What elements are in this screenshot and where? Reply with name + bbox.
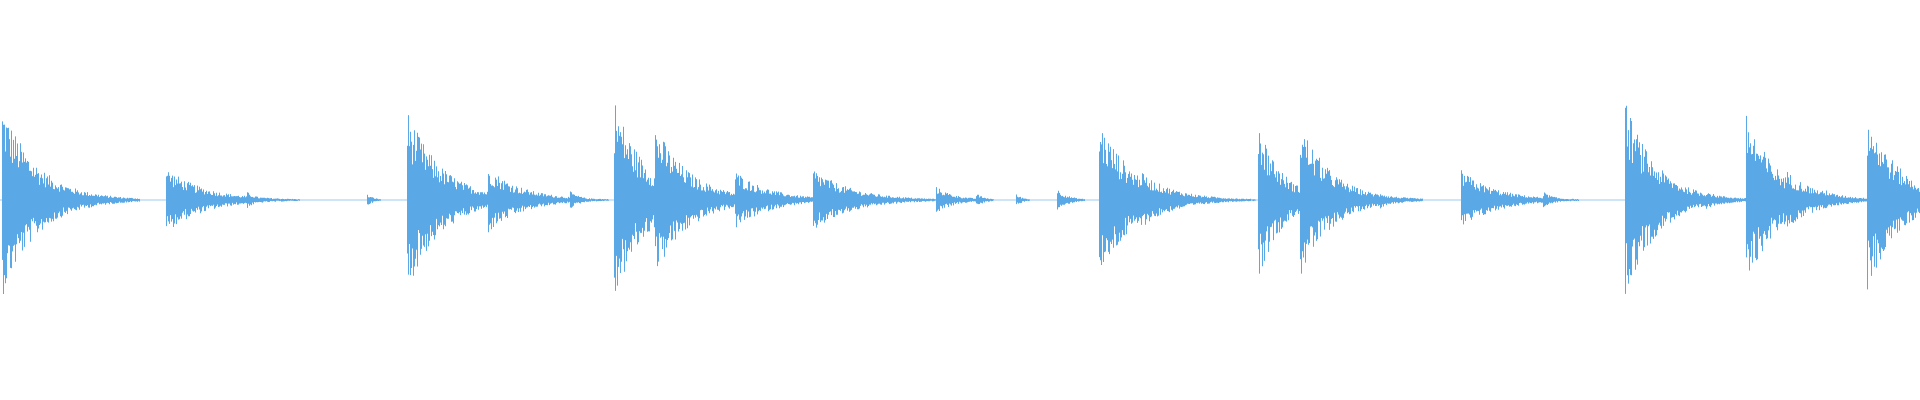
waveform-amplitude-path	[2, 105, 1920, 294]
waveform-samples	[2, 105, 1920, 294]
